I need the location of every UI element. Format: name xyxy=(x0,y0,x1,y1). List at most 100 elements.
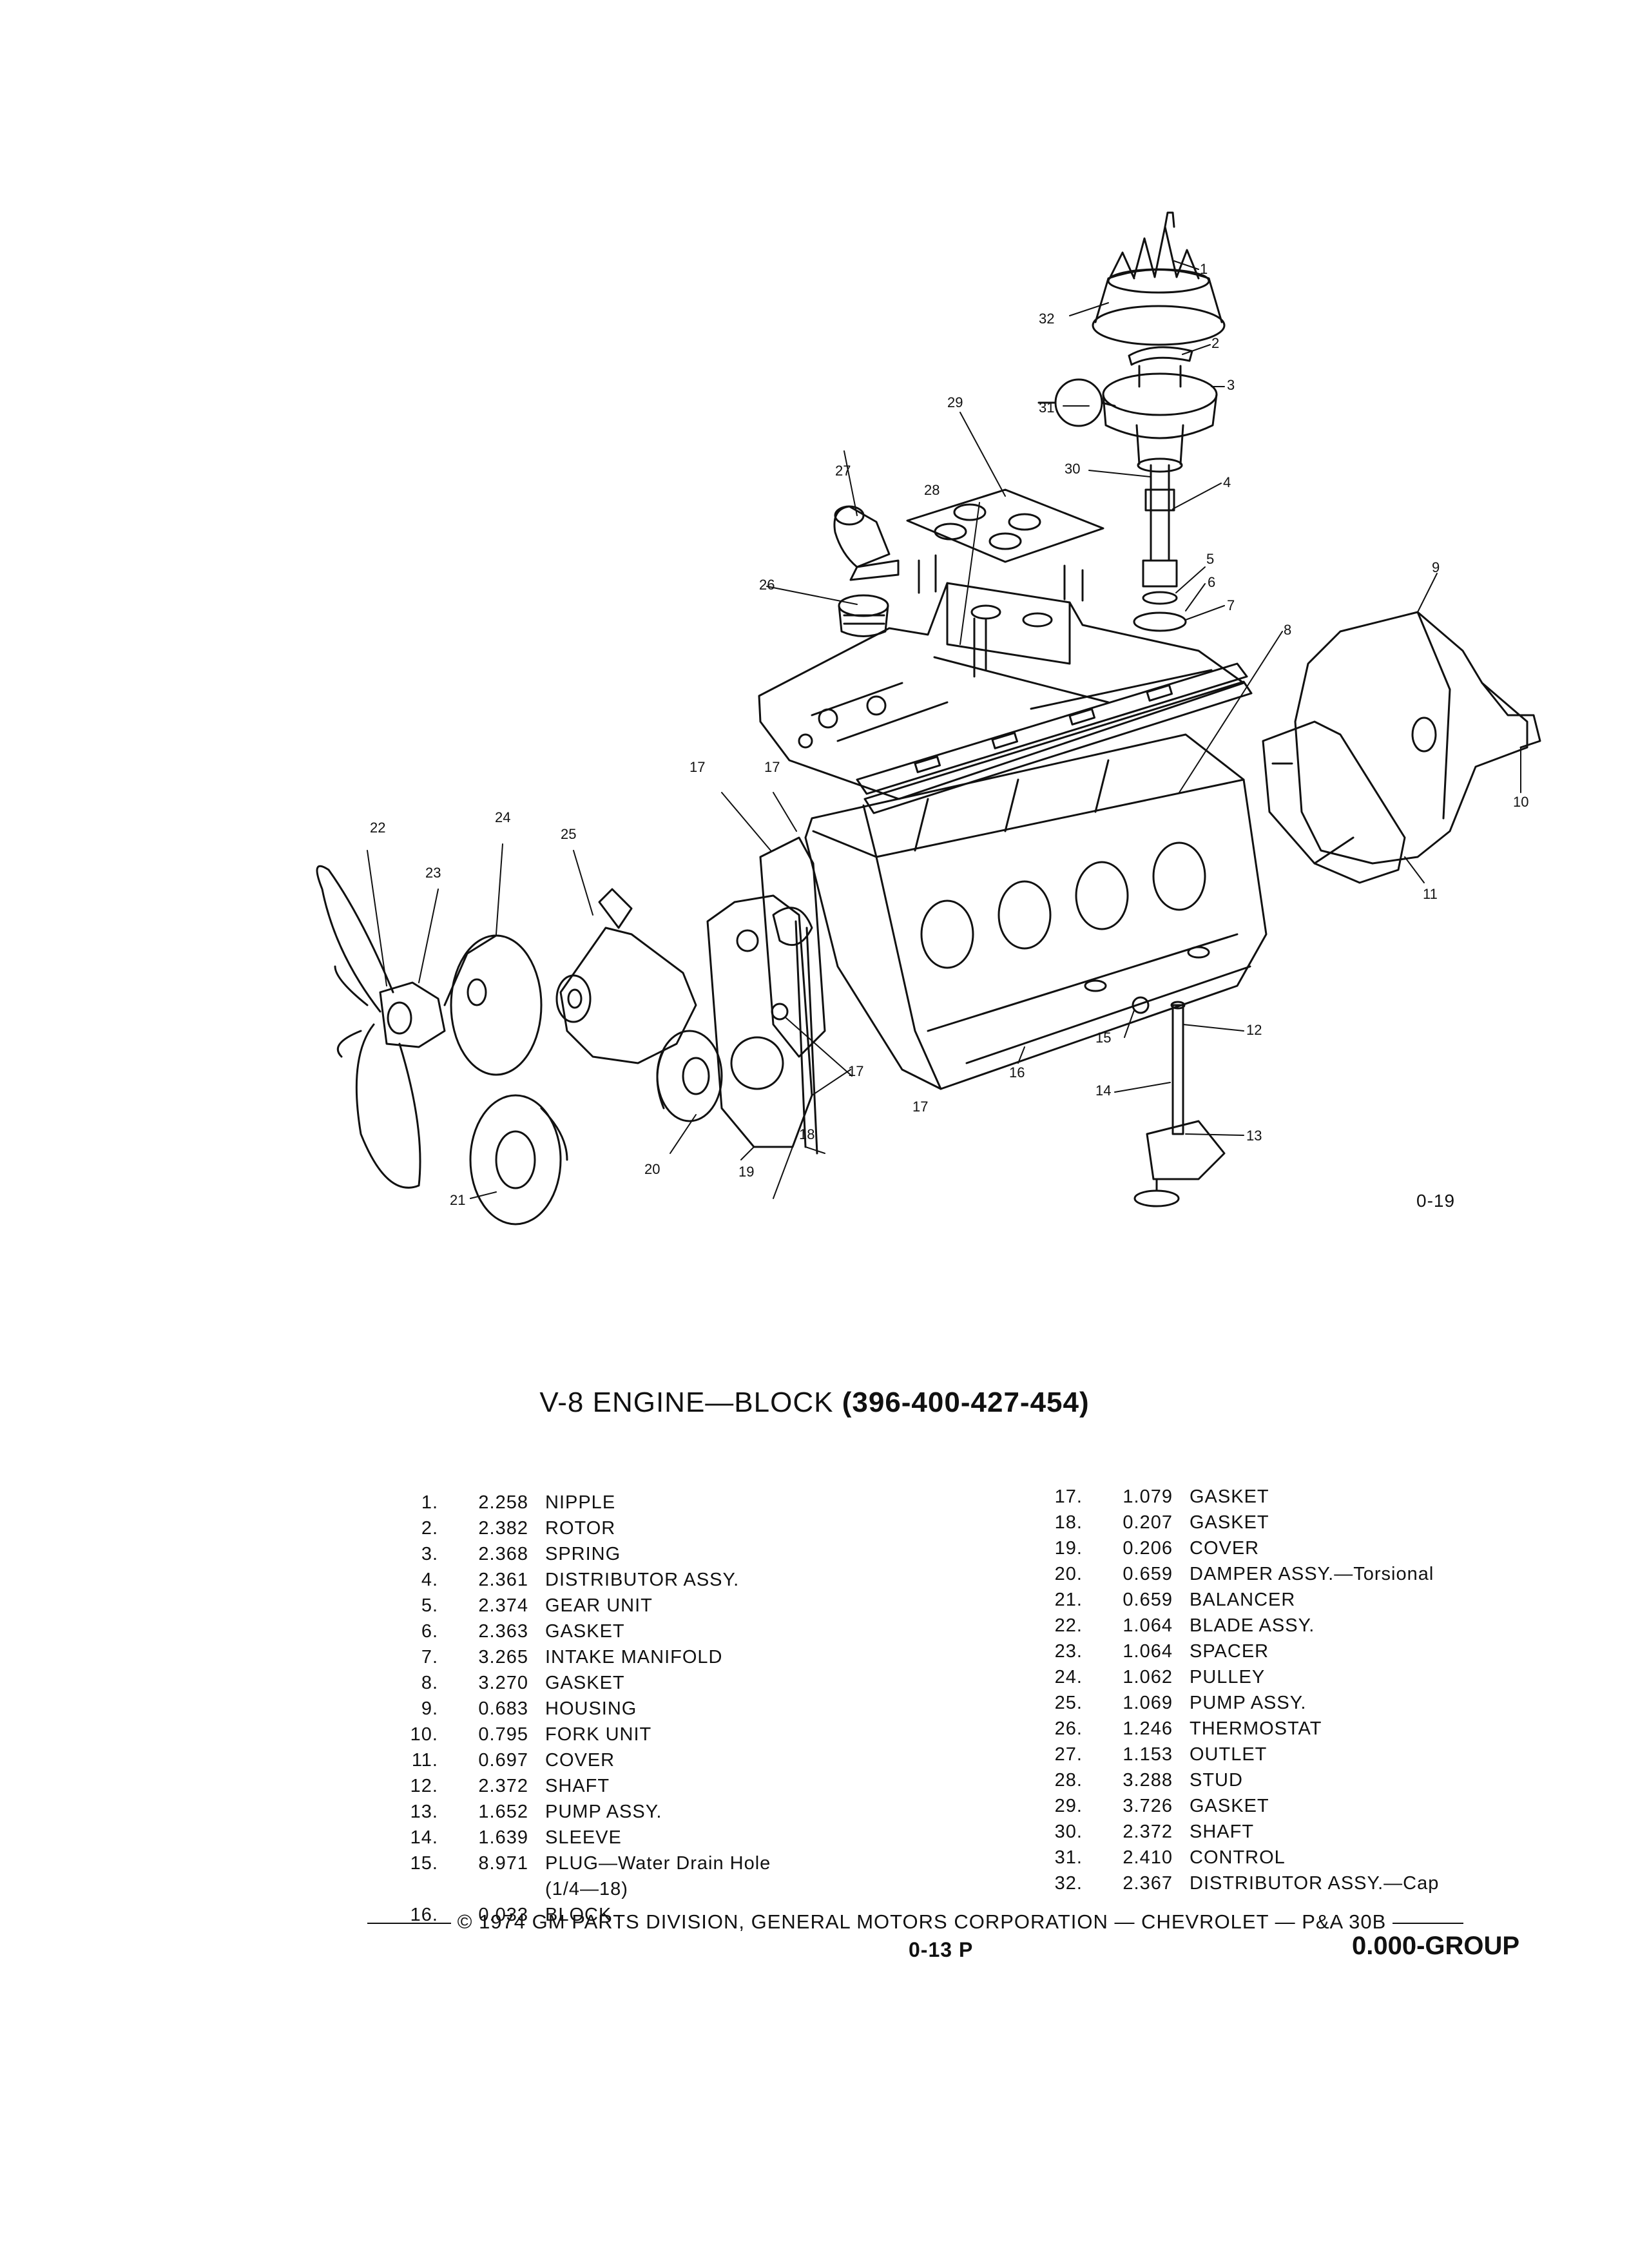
rotor-drawing xyxy=(1128,346,1193,366)
callout-leaders xyxy=(367,260,1521,1199)
pulley-drawing xyxy=(443,934,568,1225)
page-title: V-8 ENGINE—BLOCK (396-400-427-454) xyxy=(0,1387,1629,1419)
callout-label: 31 xyxy=(1039,399,1054,416)
callout-label: 29 xyxy=(947,394,963,410)
group-number: 0.000-GROUP xyxy=(1352,1932,1520,1960)
callout-label: 13 xyxy=(1246,1128,1262,1144)
exploded-engine-diagram: 1 2 3 4 5 6 7 8 9 10 11 12 13 14 15 16 1… xyxy=(316,211,1541,1225)
fan-blade-drawing xyxy=(316,865,421,1189)
callout-label: 24 xyxy=(495,809,510,825)
callout-label: 1 xyxy=(1200,261,1208,277)
timing-cover-gasket-drawing xyxy=(759,836,826,1058)
callout-label: 26 xyxy=(759,577,775,593)
callout-label: 11 xyxy=(1423,886,1438,902)
thermostat-outlet-drawing xyxy=(833,505,900,581)
carburetor-gasket-drawing xyxy=(906,488,1104,563)
figure-number: 0-19 xyxy=(1416,1191,1456,1211)
callout-label: 7 xyxy=(1227,597,1235,613)
callout-label: 28 xyxy=(924,482,940,498)
manifold-gasket-drawing xyxy=(856,662,1253,814)
distributor-shaft-drawing xyxy=(1133,464,1187,632)
page-number: 0-13 P xyxy=(909,1938,974,1961)
callout-label: 21 xyxy=(450,1192,465,1208)
thermostat-drawing xyxy=(838,594,889,637)
callout-label: 2 xyxy=(1211,335,1219,351)
distributor-body-drawing xyxy=(1037,365,1218,473)
list-item-continuation: (1/4—18) xyxy=(545,1879,628,1899)
callout-label: 6 xyxy=(1208,574,1215,590)
callout-label: 8 xyxy=(1284,622,1291,638)
callout-label: 32 xyxy=(1039,311,1054,327)
callout-label: 19 xyxy=(738,1164,754,1180)
copyright-footer: © 1974 GM PARTS DIVISION, GENERAL MOTORS… xyxy=(367,1910,1553,1934)
callout-label: 20 xyxy=(644,1161,660,1177)
callout-label: 17 xyxy=(912,1099,928,1115)
callout-labels: 1 2 3 4 5 6 7 8 9 10 11 12 13 14 15 16 1… xyxy=(370,261,1528,1208)
intake-manifold-drawing xyxy=(758,554,1245,800)
callout-label: 15 xyxy=(1095,1030,1111,1046)
callout-label: 10 xyxy=(1513,794,1528,810)
callout-label: 30 xyxy=(1065,461,1080,477)
callout-label: 12 xyxy=(1246,1022,1262,1038)
fan-spacer-drawing xyxy=(379,981,446,1048)
title-engine-sizes: (396-400-427-454) xyxy=(842,1387,1090,1418)
callout-label: 22 xyxy=(370,820,385,836)
callout-label: 23 xyxy=(425,865,441,881)
title-main: V-8 ENGINE—BLOCK xyxy=(539,1387,834,1418)
callout-label: 25 xyxy=(561,826,576,842)
oil-pump-drawing xyxy=(1132,996,1226,1207)
timing-cover-drawing xyxy=(706,894,818,1155)
callout-label: 3 xyxy=(1227,377,1235,393)
callout-label: 17 xyxy=(764,759,780,775)
callout-label: 17 xyxy=(848,1063,863,1079)
water-pump-drawing xyxy=(555,888,697,1064)
damper-drawing xyxy=(656,1030,723,1122)
callout-label: 16 xyxy=(1009,1064,1025,1081)
callout-label: 14 xyxy=(1095,1082,1111,1099)
callout-label: 17 xyxy=(689,759,705,775)
callout-label: 5 xyxy=(1206,551,1214,567)
footer-rule-left xyxy=(367,1922,451,1924)
distributor-cap-drawing xyxy=(1092,211,1226,346)
callout-label: 9 xyxy=(1432,559,1440,575)
copyright-text: © 1974 GM PARTS DIVISION, GENERAL MOTORS… xyxy=(457,1910,1387,1933)
engine-block-drawing xyxy=(804,733,1268,1090)
callout-label: 4 xyxy=(1223,474,1231,490)
footer-rule-right xyxy=(1392,1922,1463,1924)
callout-label: 27 xyxy=(835,463,851,479)
bellhousing-drawing xyxy=(1262,611,1541,884)
